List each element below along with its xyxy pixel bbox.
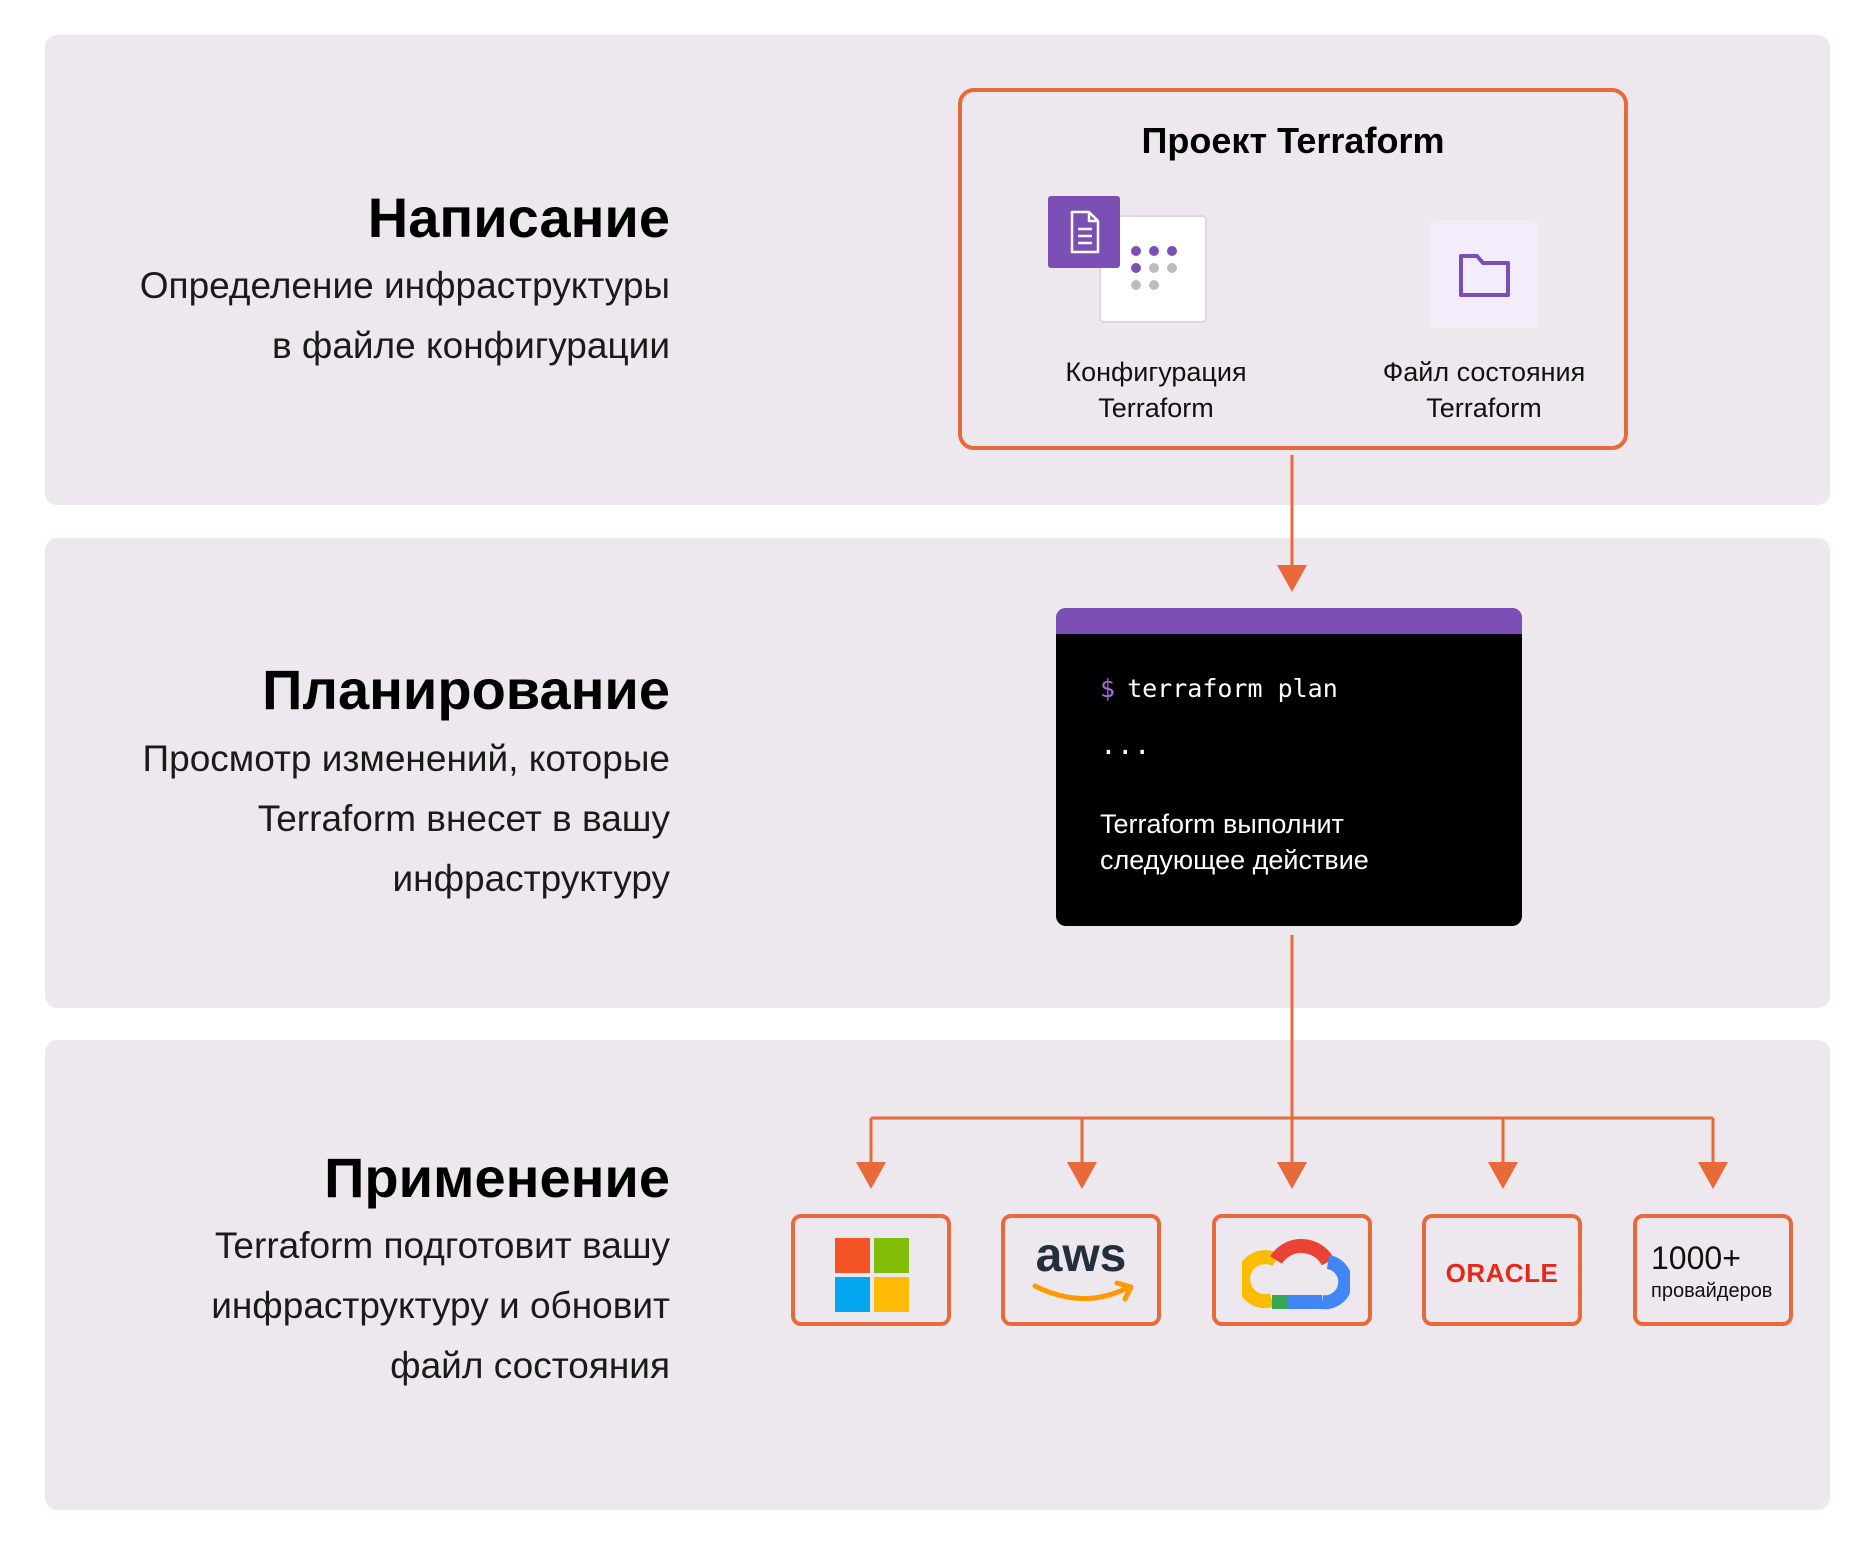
terminal-window: $ terraform plan ... Terraform выполнит с… [1056, 608, 1522, 926]
aws-logo [1032, 1280, 1134, 1302]
project-title: Проект Terraform [1141, 120, 1445, 161]
provider-more: 1000+ провайдеров [1633, 1214, 1793, 1326]
write-desc-line: в файле конфигурации [271, 325, 670, 366]
provider-oracle: ORACLE [1422, 1214, 1582, 1326]
terminal-output-line: Terraform выполнит [1100, 809, 1344, 839]
apply-stage-title: Применение [324, 1146, 670, 1209]
terminal-title-bar [1056, 608, 1522, 634]
state-label-line: Файл состояния [1382, 357, 1586, 387]
plan-desc-line: инфраструктуру [392, 858, 670, 899]
terminal-prompt: $ [1100, 674, 1116, 703]
document-icon [1048, 196, 1207, 323]
providers-count: 1000+ [1651, 1240, 1741, 1276]
config-label-line: Конфигурация [1065, 357, 1247, 387]
terminal-command: terraform plan [1127, 674, 1338, 703]
state-label: Файл состояния Terraform [1334, 354, 1634, 426]
terminal-command-line: $ terraform plan [1100, 674, 1338, 703]
microsoft-logo [835, 1238, 909, 1312]
terraform-project-box: Проект Terraform Конфигурация Terraform … [958, 88, 1628, 450]
config-label-line: Terraform [1098, 393, 1214, 423]
apply-desc-line: Terraform подготовит вашу [214, 1225, 670, 1266]
provider-google-cloud [1212, 1214, 1372, 1326]
apply-desc-line: инфраструктуру и обновит [211, 1285, 670, 1326]
plan-stage-band [45, 538, 1830, 1008]
config-label: Конфигурация Terraform [1006, 354, 1306, 426]
provider-aws: aws [1001, 1214, 1161, 1326]
plan-desc-line: Просмотр изменений, которые [142, 738, 670, 779]
folder-icon [1430, 220, 1538, 328]
plan-stage-description: Просмотр изменений, которые Terraform вн… [0, 729, 670, 909]
plan-stage-title: Планирование [262, 658, 670, 721]
apply-stage-description: Terraform подготовит вашу инфраструктуру… [0, 1216, 670, 1396]
providers-label: провайдеров [1651, 1280, 1773, 1302]
terminal-output-line: следующее действие [1100, 845, 1369, 875]
plan-desc-line: Terraform внесет в вашу [257, 798, 670, 839]
write-stage-title: Написание [367, 186, 670, 249]
write-desc-line: Определение инфраструктуры [139, 265, 670, 306]
provider-microsoft [791, 1214, 951, 1326]
apply-desc-line: файл состояния [390, 1345, 670, 1386]
aws-logo-text: aws [1035, 1229, 1127, 1282]
google-cloud-logo [1242, 1238, 1350, 1310]
terminal-output: Terraform выполнит следующее действие [1100, 806, 1369, 878]
state-label-line: Terraform [1426, 393, 1542, 423]
write-stage-description: Определение инфраструктуры в файле конфи… [0, 256, 670, 376]
terminal-ellipsis: ... [1100, 728, 1151, 761]
oracle-logo: ORACLE [1445, 1258, 1559, 1288]
